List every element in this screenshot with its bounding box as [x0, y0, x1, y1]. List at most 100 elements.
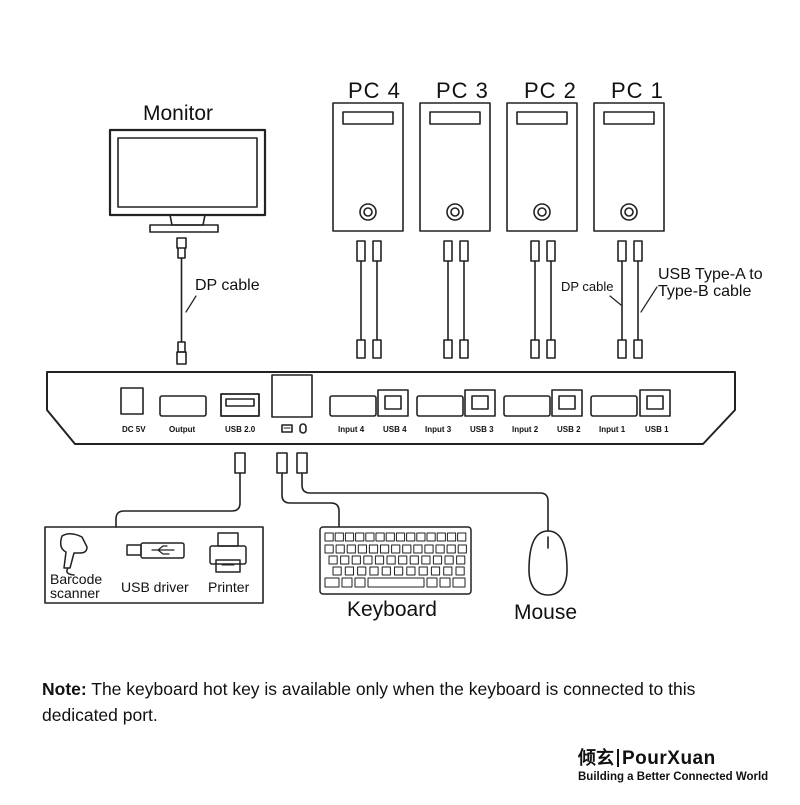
- keyboard-key: [369, 566, 379, 576]
- keyboard-key: [341, 577, 353, 588]
- keyboard-key: [409, 555, 419, 565]
- keyboard-key: [418, 566, 428, 576]
- usb3-port: [464, 389, 496, 417]
- brand-separator: [617, 749, 619, 767]
- keyboard-key: [432, 555, 443, 565]
- barcode-scanner-icon: [59, 533, 88, 576]
- keyboard-key: [455, 566, 465, 576]
- dp-cable-label-left: DP cable: [195, 277, 260, 294]
- keyboard-key: [456, 555, 466, 565]
- input1-port: [590, 395, 638, 417]
- pc4-label: PC 4: [348, 78, 401, 103]
- keyboard-key: [416, 532, 426, 542]
- barcode-label-line2: scanner: [50, 585, 100, 601]
- keyboard-key: [439, 577, 451, 588]
- input2-port: [503, 395, 551, 417]
- kvm-switch-body: [46, 371, 736, 445]
- printer-icon: [209, 532, 247, 573]
- keyboard-key: [457, 532, 467, 542]
- keyboard-key: [386, 555, 396, 565]
- brand-en: PourXuan: [622, 748, 716, 769]
- keyboard-key: [452, 577, 466, 588]
- keyboard-key: [406, 566, 416, 576]
- keyboard-key: [368, 544, 379, 554]
- port-label-input2: Input 2: [512, 425, 539, 434]
- port-label-usb4: USB 4: [383, 425, 407, 434]
- keyboard-key: [346, 544, 356, 554]
- port-label-usb1: USB 1: [645, 425, 669, 434]
- usb-plug-peripherals: [115, 452, 246, 528]
- keyboard-key: [367, 577, 425, 588]
- keyboard-key: [421, 555, 431, 565]
- keyboard-key: [351, 555, 361, 565]
- monitor-dp-cable: [176, 237, 187, 365]
- keyboard-key: [381, 566, 391, 576]
- keyboard-key: [457, 544, 467, 554]
- keyboard-key: [426, 577, 438, 588]
- pc-tower-2: [506, 102, 578, 232]
- keyboard-key: [357, 566, 367, 576]
- mouse-port-icon: [299, 423, 307, 434]
- monitor-label: Monitor: [143, 102, 214, 125]
- keyboard-key: [374, 555, 385, 565]
- keyboard-key: [435, 544, 445, 554]
- keyboard-key: [402, 544, 412, 554]
- pc-tower-1: [593, 102, 665, 232]
- input3-port: [416, 395, 464, 417]
- usb1-port: [639, 389, 671, 417]
- note-text: Note: The keyboard hot key is available …: [42, 676, 762, 728]
- usb-driver-icon: [126, 542, 185, 559]
- keyboard-key: [446, 544, 456, 554]
- keyboard-key: [380, 544, 390, 554]
- keyboard-key: [444, 555, 454, 565]
- port-label-usb3: USB 3: [470, 425, 494, 434]
- pc2-label: PC 2: [524, 78, 577, 103]
- mouse-icon: [528, 530, 568, 596]
- keyboard-port-icon: [281, 424, 293, 433]
- keyboard-key: [354, 577, 366, 588]
- printer-label: Printer: [208, 579, 250, 595]
- usb4-port: [377, 389, 409, 417]
- note-body: The keyboard hot key is available only w…: [42, 679, 696, 725]
- keyboard-key: [375, 532, 385, 542]
- pc4-cables: [356, 240, 382, 359]
- port-label-input3: Input 3: [425, 425, 452, 434]
- output-port: [159, 395, 207, 417]
- usb-plug-mouse: [296, 452, 549, 532]
- port-label-usb20: USB 2.0: [225, 425, 256, 434]
- usb2-port: [551, 389, 583, 417]
- keyboard-icon: [319, 526, 472, 595]
- dp-cable-leader-left: [185, 295, 197, 313]
- usb-2-0-port: [220, 393, 260, 417]
- dp-cable-label-right: DP cable: [561, 279, 614, 294]
- keyboard-key: [394, 566, 404, 576]
- mouse-label: Mouse: [514, 601, 578, 624]
- keyboard-key: [406, 532, 416, 542]
- keyboard-key: [324, 532, 334, 542]
- keyboard-key: [365, 532, 375, 542]
- pc2-cables: [530, 240, 556, 359]
- pc1-label: PC 1: [611, 78, 664, 103]
- keyboard-key: [332, 566, 342, 576]
- keyboard-key: [424, 544, 434, 554]
- brand-cn: 倾玄: [578, 748, 614, 769]
- keyboard-key: [395, 532, 406, 542]
- keyboard-key: [363, 555, 373, 565]
- keyboard-key: [357, 544, 367, 554]
- keyboard-key: [413, 544, 423, 554]
- keyboard-key: [324, 577, 340, 588]
- keyboard-key: [344, 532, 355, 542]
- keyboard-key: [355, 532, 365, 542]
- dc-5v-port: [120, 387, 144, 415]
- barcode-label-line1: Barcode: [50, 571, 103, 587]
- keyboard-key: [436, 532, 446, 542]
- keyboard-key: [385, 532, 395, 542]
- pc-tower-4: [332, 102, 404, 232]
- usb-cable-label-line2: Type-B cable: [658, 283, 752, 300]
- keyboard-key: [430, 566, 441, 576]
- pc3-cables: [443, 240, 469, 359]
- keyboard-key: [328, 555, 338, 565]
- keyboard-key: [446, 532, 457, 542]
- usb-cable-label: USB Type-A to Type-B cable: [658, 266, 763, 300]
- keyboard-key: [334, 532, 344, 542]
